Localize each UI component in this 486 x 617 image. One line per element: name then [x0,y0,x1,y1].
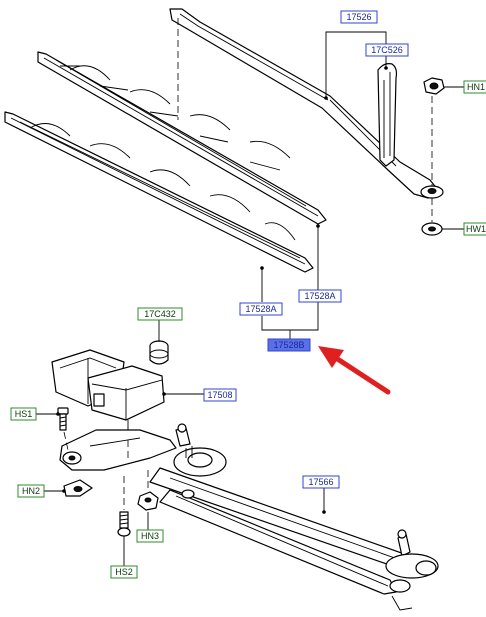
grommet-17c432 [149,340,169,365]
svg-text:17528A: 17528A [245,304,276,314]
svg-text:17526: 17526 [346,12,371,22]
svg-text:HN1: HN1 [467,82,485,92]
assembly-line-hs1 [63,431,69,451]
wiper-linkage [59,423,439,611]
label-17c432[interactable]: 17C432 [137,307,183,321]
label-hw1[interactable]: HW1 [463,222,486,236]
label-hn3[interactable]: HN3 [136,529,164,543]
svg-text:HS2: HS2 [115,567,133,577]
wiper-blade-lower [4,111,314,273]
label-17528b-highlighted[interactable]: 17528B [267,338,311,352]
label-17526[interactable]: 17526 [340,10,378,24]
svg-text:17528B: 17528B [273,340,304,350]
svg-text:HS1: HS1 [15,409,33,419]
label-17c526[interactable]: 17C526 [365,43,409,57]
svg-text:17528A: 17528A [304,291,335,301]
nut-hn3 [137,491,159,511]
label-17566[interactable]: 17566 [302,475,340,489]
svg-text:HW1: HW1 [466,224,486,234]
label-hs2[interactable]: HS2 [110,565,138,579]
wiper-blade-upper [37,51,327,225]
washer-hw1 [421,222,443,236]
svg-text:HN2: HN2 [22,486,40,496]
label-17528a-right[interactable]: 17528A [298,289,342,303]
wiper-motor [51,349,165,442]
svg-text:HN3: HN3 [141,531,159,541]
label-hn2[interactable]: HN2 [17,484,45,498]
bolt-hs2 [117,511,131,537]
bolt-hs1 [57,407,69,431]
label-hn1[interactable]: HN1 [463,80,486,94]
label-17508[interactable]: 17508 [203,388,237,402]
label-hs1[interactable]: HS1 [10,407,37,421]
leader-lines [36,31,464,566]
red-pointer-arrow [318,346,391,395]
label-17528a-left[interactable]: 17528A [239,302,283,316]
nut-hn2 [63,479,93,497]
wiper-arm [169,8,444,199]
svg-text:17C432: 17C432 [144,309,176,319]
svg-text:17508: 17508 [207,390,232,400]
nut-hn1 [423,77,445,95]
svg-text:17C526: 17C526 [371,45,403,55]
svg-text:17566: 17566 [308,477,333,487]
